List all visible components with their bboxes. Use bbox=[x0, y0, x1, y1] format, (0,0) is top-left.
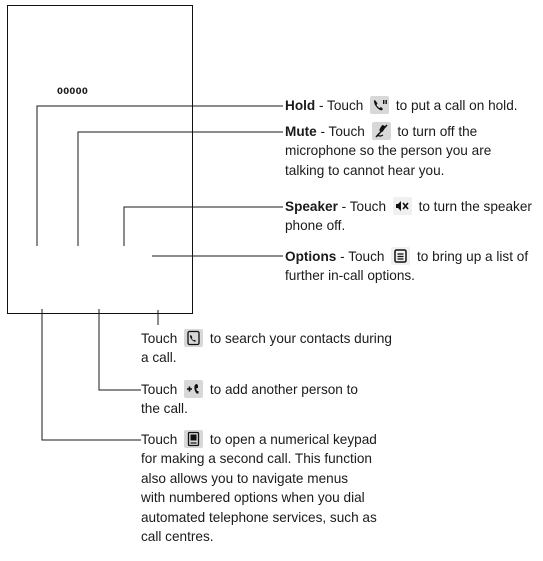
keypad-icon[interactable] bbox=[184, 430, 204, 448]
dialed-number: 00000 bbox=[57, 87, 89, 97]
phone-screen bbox=[7, 5, 193, 314]
contacts-annotation: Touch to search your contacts during a c… bbox=[141, 329, 392, 366]
options-icon[interactable] bbox=[391, 247, 411, 265]
speaker-icon[interactable] bbox=[392, 197, 412, 215]
keypad-annotation: Touch to open a numerical keypad for mak… bbox=[141, 430, 377, 545]
options-annotation: Options - Touch to bring up a list of fu… bbox=[285, 247, 529, 284]
leader-mute bbox=[77, 131, 283, 246]
speaker-annotation: Speaker - Touch to turn the speaker phon… bbox=[285, 197, 532, 234]
mute-icon[interactable] bbox=[371, 122, 391, 140]
leader-speaker bbox=[123, 206, 283, 246]
add-call-icon[interactable] bbox=[184, 380, 204, 398]
leader-keypad bbox=[41, 309, 141, 441]
contacts-icon[interactable] bbox=[184, 329, 204, 347]
mute-annotation: Mute - Touch to turn off the microphone … bbox=[285, 122, 492, 178]
leader-add-call bbox=[98, 309, 141, 391]
hold-icon[interactable] bbox=[370, 96, 390, 114]
leader-hold bbox=[36, 105, 283, 246]
hold-annotation: Hold - Touch to put a call on hold. bbox=[285, 96, 518, 114]
add-call-annotation: Touch to add another person to the call. bbox=[141, 380, 358, 417]
